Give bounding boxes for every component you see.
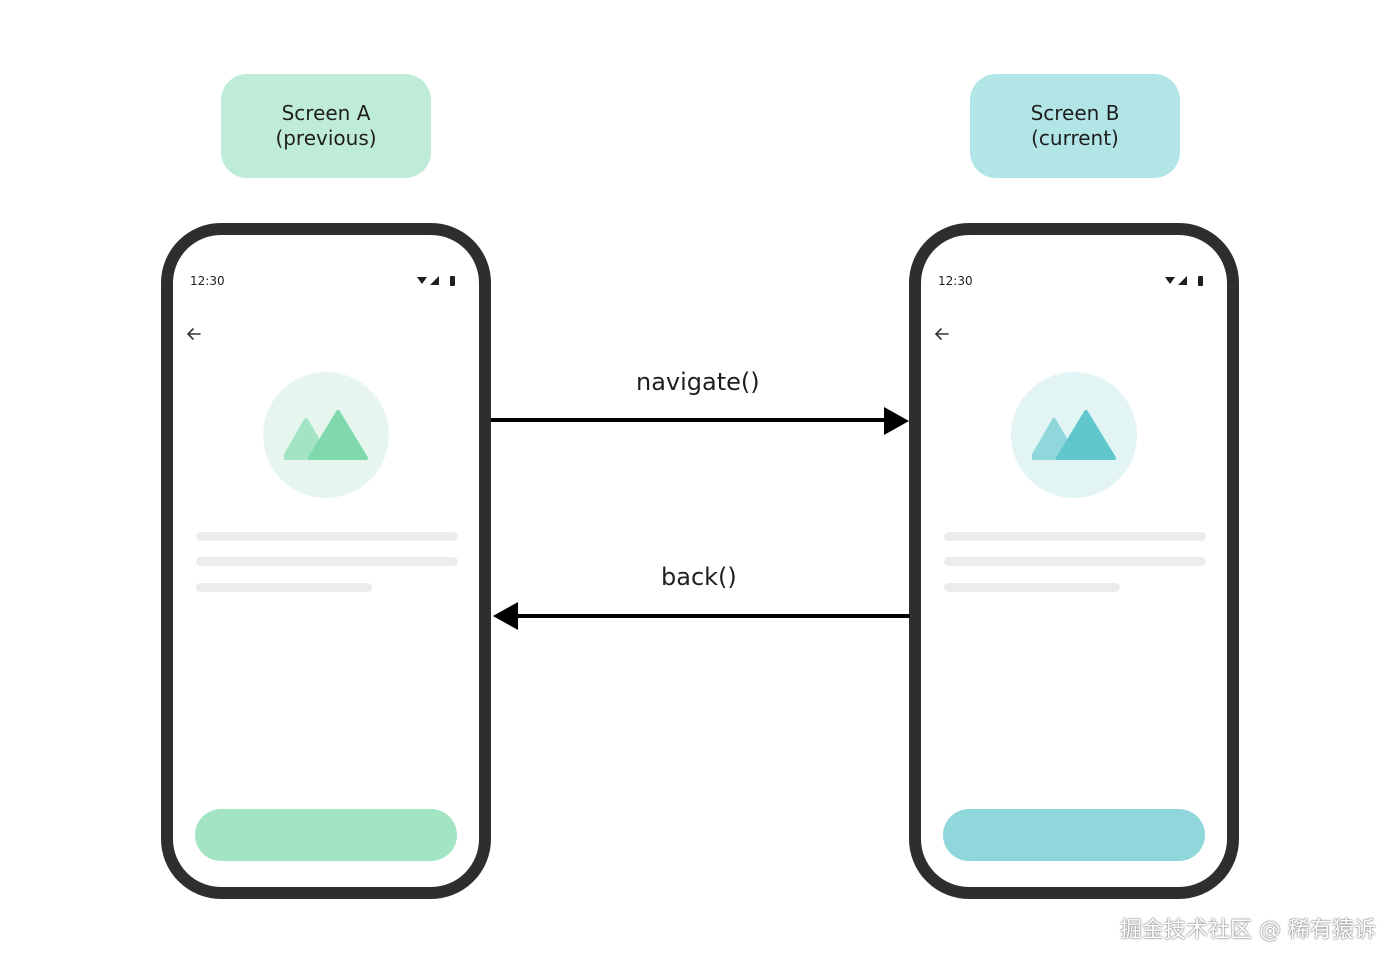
phone-screen-a: 12:30 — [161, 223, 491, 899]
navigate-arrowhead — [884, 407, 909, 435]
back-label: back() — [661, 563, 737, 591]
screen-a-title: Screen A — [281, 101, 371, 125]
text-placeholder-line — [196, 583, 372, 592]
screen-b-subtitle: (current) — [1031, 126, 1119, 150]
primary-button[interactable] — [195, 809, 457, 861]
screen-a-label: Screen A (previous) — [221, 74, 431, 178]
mountain-icon — [284, 410, 368, 460]
screen-b-label: Screen B (current) — [970, 74, 1180, 178]
image-placeholder — [1011, 372, 1137, 498]
text-placeholder-line — [944, 557, 1206, 566]
back-arrowhead — [493, 602, 518, 630]
status-time: 12:30 — [938, 274, 973, 288]
mountain-icon — [1032, 410, 1116, 460]
status-icons — [417, 276, 455, 286]
text-placeholder-line — [944, 532, 1206, 541]
screen-b-title: Screen B — [1030, 101, 1120, 125]
image-placeholder — [263, 372, 389, 498]
screen-a-subtitle: (previous) — [275, 126, 377, 150]
primary-button[interactable] — [943, 809, 1205, 861]
watermark: 掘金技术社区 @ 稀有猿诉 — [1120, 918, 1376, 943]
back-arrow-icon[interactable] — [185, 325, 203, 343]
text-placeholder-line — [944, 583, 1120, 592]
status-time: 12:30 — [190, 274, 225, 288]
phone-screen-b: 12:30 — [909, 223, 1239, 899]
status-icons — [1165, 276, 1203, 286]
back-arrow-icon[interactable] — [933, 325, 951, 343]
text-placeholder-line — [196, 557, 458, 566]
text-placeholder-line — [196, 532, 458, 541]
navigate-label: navigate() — [636, 368, 760, 396]
